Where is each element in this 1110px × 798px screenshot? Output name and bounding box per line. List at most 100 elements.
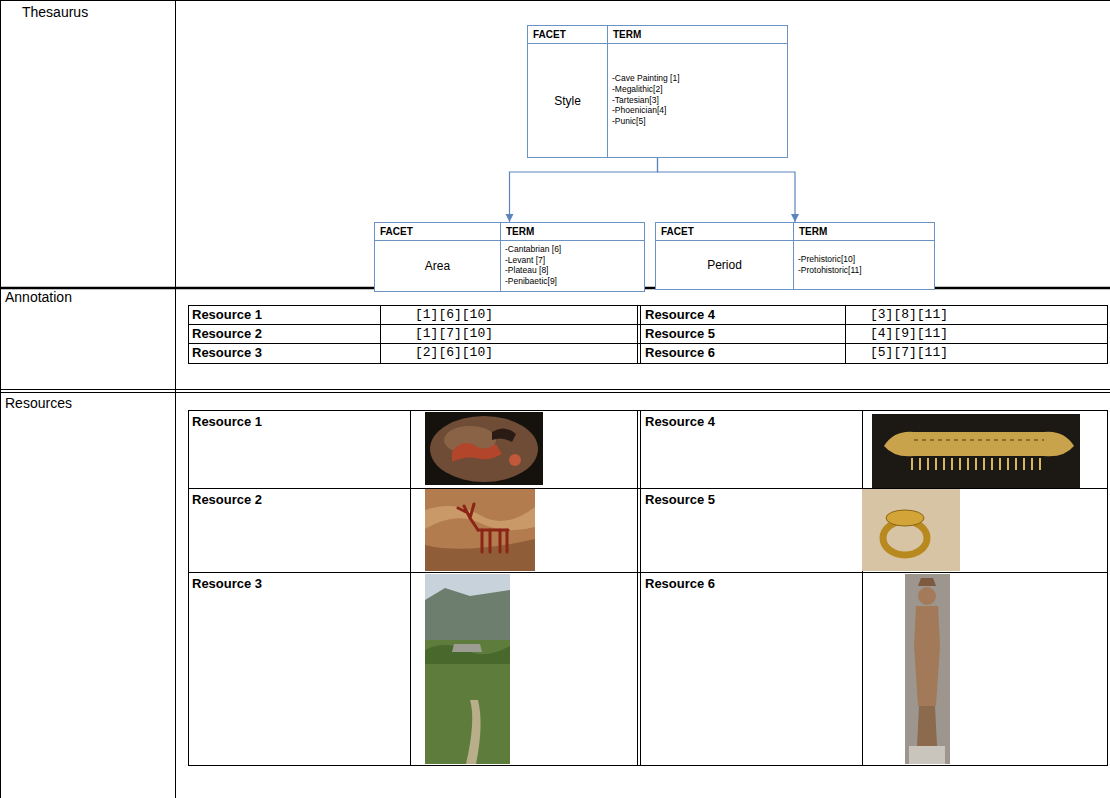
- table-line: [862, 410, 863, 766]
- term-entry: -Punic[5]: [612, 116, 782, 127]
- term-entry: -Megalithic[2]: [612, 84, 782, 95]
- resource-name: Resource 3: [192, 345, 262, 360]
- column-header: TERM: [501, 223, 644, 241]
- table-line: [188, 343, 1108, 344]
- statue-body: [914, 606, 940, 706]
- connector: [506, 158, 658, 222]
- resource-name: Resource 1: [192, 414, 262, 429]
- paint-mark: [509, 454, 521, 466]
- plinth: [909, 746, 945, 764]
- row-heading: Resources: [5, 396, 72, 411]
- deer-antlers: [458, 504, 478, 530]
- connector: [658, 158, 800, 222]
- resource-table-lines: [188, 410, 1108, 766]
- resource-name: Resource 4: [645, 307, 715, 322]
- table-line: [189, 306, 1108, 364]
- term-entry: -Prehistoric[10]: [798, 254, 929, 265]
- cave-painting-photo: [425, 412, 543, 485]
- statuette-photo: [905, 574, 950, 764]
- term-entry: -Penibaetic[9]: [505, 276, 639, 287]
- resource-name: Resource 4: [645, 414, 715, 429]
- column-header: TERM: [608, 26, 787, 44]
- annotation-code: [5][7][11]: [870, 345, 948, 360]
- photo-ground: [425, 412, 543, 485]
- statue-headdress: [918, 578, 936, 586]
- rock-surface: [425, 539, 535, 571]
- annotation-code: [4][9][11]: [870, 326, 948, 341]
- photo-ground: [872, 414, 1080, 488]
- resource-name: Resource 6: [645, 345, 715, 360]
- facet-box: FACETTERMPeriod-Prehistoric[10]-Protohis…: [655, 222, 935, 290]
- arrowhead: [791, 214, 799, 222]
- photo-ground: [425, 489, 535, 571]
- table-line: [188, 488, 1108, 489]
- term-entry: -Phoenician[4]: [612, 105, 782, 116]
- resource-name: Resource 6: [645, 576, 715, 591]
- term-entry: -Levant [7]: [505, 255, 639, 266]
- table-line: [189, 411, 1108, 766]
- column-header: TERM: [794, 223, 934, 241]
- annotation-code: [2][6][10]: [415, 345, 493, 360]
- facet-box: FACETTERMStyle-Cave Painting [1]-Megalit…: [527, 25, 788, 158]
- table-line: [175, 0, 176, 798]
- photo-sky: [425, 574, 510, 764]
- term-entry: -Cantabrian [6]: [505, 244, 639, 255]
- ring-bezel: [886, 510, 924, 526]
- facet-name: Area: [375, 241, 501, 291]
- resource-name: Resource 5: [645, 492, 715, 507]
- rock-surface: [430, 416, 538, 482]
- term-entry: -Tartesian[3]: [612, 95, 782, 106]
- table-line: [845, 305, 846, 364]
- term-entry: -Cave Painting [1]: [612, 73, 782, 84]
- painted-deer: [458, 504, 508, 552]
- row-heading: Annotation: [5, 290, 72, 305]
- rock-art-deer-photo: [425, 489, 535, 571]
- dolmen-landscape-photo: [425, 574, 510, 764]
- grass: [425, 640, 510, 764]
- table-line: [640, 305, 641, 364]
- term-entry: -Protohistoric[11]: [798, 265, 929, 276]
- gold-diadem-photo: [872, 414, 1080, 488]
- term-list: -Prehistoric[10]-Protohistoric[11]: [794, 241, 934, 289]
- annotation-code: [1][6][10]: [415, 307, 493, 322]
- annotation-code: [3][8][11]: [870, 307, 948, 322]
- table-line: [0, 392, 1110, 393]
- gold-ring-photo: [862, 489, 960, 571]
- statue-base: [917, 706, 937, 746]
- term-entry: -Plateau [8]: [505, 265, 639, 276]
- dolmen-stone: [452, 644, 482, 652]
- arrowhead: [506, 214, 514, 222]
- painted-animal: [492, 428, 516, 442]
- table-line: [640, 410, 641, 766]
- annotation-table-lines: [188, 305, 1108, 364]
- gold-pattern: [914, 439, 1044, 441]
- term-list: -Cantabrian [6]-Levant [7]-Plateau [8]-P…: [501, 241, 644, 291]
- table-line: [410, 410, 411, 766]
- resource-name: Resource 1: [192, 307, 262, 322]
- column-header: FACET: [375, 223, 501, 241]
- table-line: [0, 0, 1110, 1]
- connector-line: [510, 158, 658, 222]
- trees: [425, 645, 510, 664]
- table-line: [637, 410, 638, 766]
- resource-name: Resource 2: [192, 492, 262, 507]
- photo-ground: [905, 574, 950, 764]
- table-line: [188, 572, 1108, 573]
- facet-name: Style: [528, 44, 608, 157]
- column-header: FACET: [528, 26, 608, 44]
- table-line: [0, 0, 1, 798]
- resource-name: Resource 2: [192, 326, 262, 341]
- path: [466, 700, 481, 764]
- connector-line: [658, 158, 796, 222]
- facet-name: Period: [656, 241, 794, 289]
- resource-name: Resource 5: [645, 326, 715, 341]
- statue-head: [918, 587, 936, 605]
- table-line: [0, 389, 1110, 390]
- resource-name: Resource 3: [192, 576, 262, 591]
- table-line: [380, 305, 381, 364]
- photo-ground: [862, 489, 960, 571]
- term-list: -Cave Painting [1]-Megalithic[2]-Tartesi…: [608, 44, 787, 157]
- annotation-code: [1][7][10]: [415, 326, 493, 341]
